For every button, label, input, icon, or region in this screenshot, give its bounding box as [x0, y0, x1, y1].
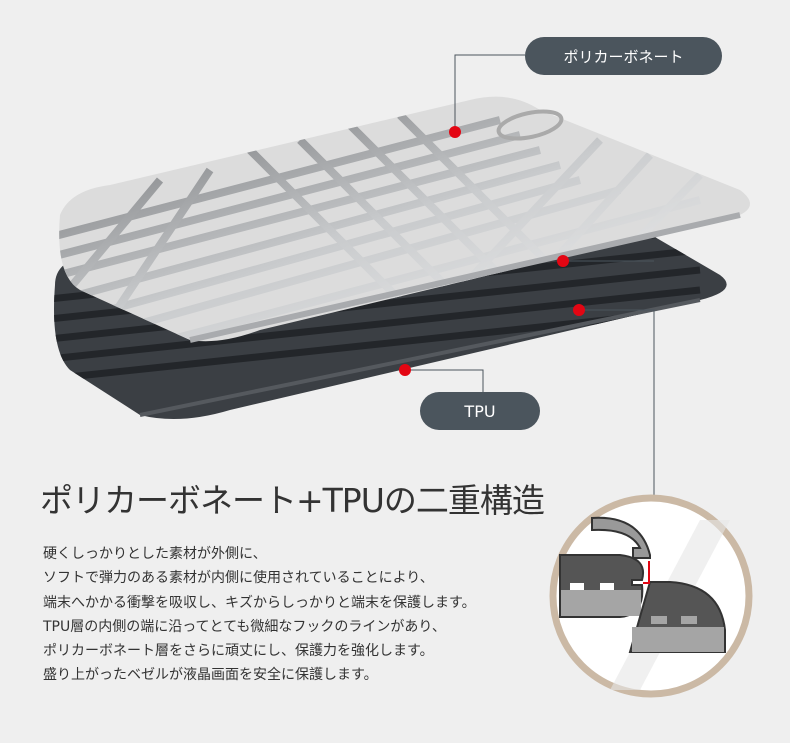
callout-lines [405, 54, 655, 495]
marker-dots [399, 126, 585, 376]
description-line: ソフトで弾力のある素材が内側に使用されていることにより、 [43, 570, 434, 587]
section-heading: ポリカーボネート+TPUの二重構造 [40, 481, 545, 520]
description-line: 盛り上がったベゼルが液晶画面を安全に保護します。 [43, 667, 378, 684]
tpu-label: TPU [420, 392, 540, 430]
description-line: 端末へかかる衝撃を吸収し、キズからしっかりと端末を保護します。 [43, 594, 476, 611]
description-line: TPU層の内側の端に沿ってとても微細なフックのラインがあり、 [43, 618, 446, 635]
description: 硬くしっかりとした素材が外側に、 ソフトで弾力のある素材が内側に使用されているこ… [43, 542, 476, 688]
description-line: 硬くしっかりとした素材が外側に、 [43, 546, 267, 562]
polycarbonate-label: ポリカーボネート [525, 37, 722, 75]
hook-detail-diagram [549, 494, 753, 698]
description-line: ポリカーボネート層をさらに頑丈にし、保護力を強化します。 [43, 643, 434, 660]
